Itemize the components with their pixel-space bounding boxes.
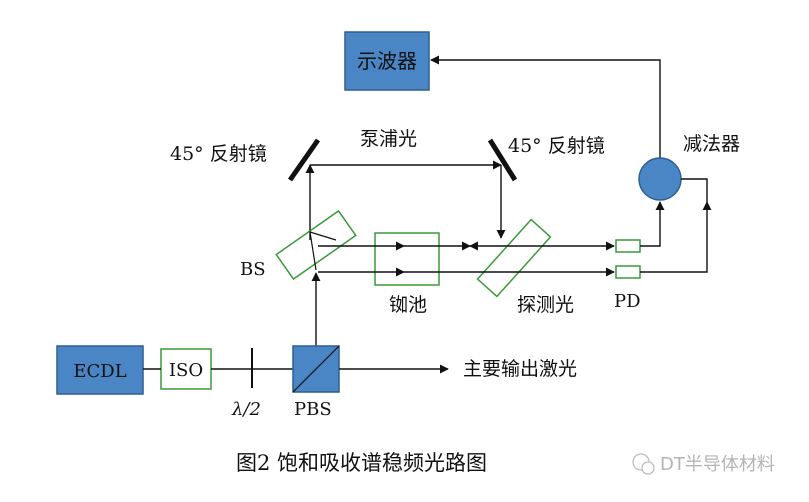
watermark-text: DT半导体材料 [660, 454, 775, 475]
ecdl-box [56, 345, 144, 395]
pump-light-label: 泵浦光 [360, 128, 417, 150]
output-label: 主要输出激光 [463, 358, 577, 380]
subtractor-right-link [681, 178, 708, 202]
signal-line-to-oscilloscope [430, 55, 661, 158]
probe-light-label: 探测光 [517, 294, 574, 316]
pbs-diagonal [292, 345, 340, 393]
mirror-left [287, 138, 321, 182]
bs-internal-path [309, 231, 337, 271]
rb-cell-label: 铷池 [389, 294, 427, 316]
subtractor-circle [638, 157, 682, 201]
pd-upper-to-subtractor [640, 201, 665, 247]
ecdl-label: ECDL [73, 361, 126, 382]
mirror-right-label: 45° 反射镜 [508, 135, 605, 157]
probe-plate [476, 218, 552, 298]
figure-caption: 图2 饱和吸收谱稳频光路图 [236, 451, 487, 475]
pbs-label: PBS [294, 399, 332, 420]
half-wave-label: λ/2 [231, 399, 261, 420]
rb-cell [374, 232, 440, 286]
mirror-right [487, 138, 518, 182]
wechat-icon-bubble [641, 461, 655, 475]
beam-splitter [275, 209, 357, 281]
subtractor-label: 减法器 [683, 133, 740, 155]
mirror-left-label: 45° 反射镜 [170, 143, 267, 165]
bs-label: BS [240, 259, 266, 280]
photodetector-upper [615, 239, 641, 253]
oscilloscope-box [344, 31, 430, 91]
watermark: DT半导体材料 [632, 453, 775, 475]
pd-lower-to-subtractor [640, 201, 712, 273]
iso-label: ISO [169, 360, 203, 381]
pd-label: PD [614, 291, 641, 312]
oscilloscope-label: 示波器 [357, 49, 417, 73]
photodetector-lower [615, 265, 641, 279]
